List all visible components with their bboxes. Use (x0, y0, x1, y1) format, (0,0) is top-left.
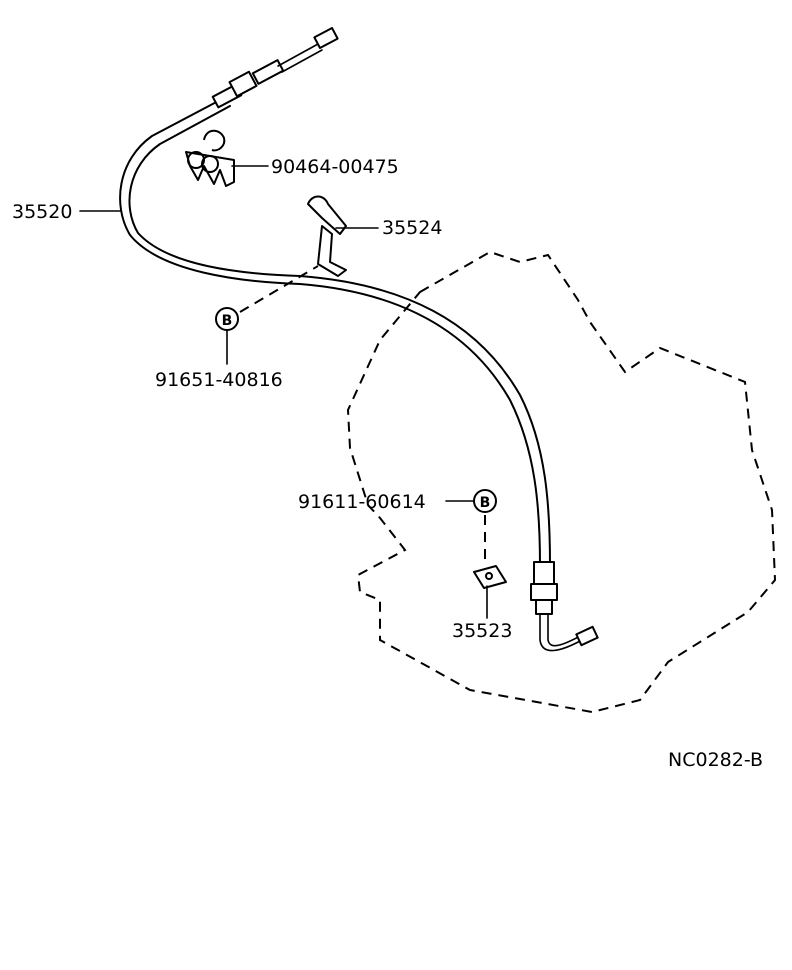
cable-nut-lower (530, 583, 558, 601)
cable-clamp (185, 129, 235, 187)
lower-bracket (473, 565, 507, 589)
cable-ferrule-upper (251, 59, 285, 85)
svg-text:B: B (222, 313, 233, 329)
throttle-cable (119, 97, 541, 566)
svg-text:B: B (480, 495, 491, 511)
label-bracket-upper: 35524 (382, 217, 442, 239)
wire-end-upper (313, 27, 339, 49)
bolt-symbol-upper: B (215, 307, 239, 331)
lower-bracket-hole (485, 572, 493, 580)
label-bolt-lower: 91611-60614 (298, 491, 426, 513)
label-bracket-lower: 35523 (452, 620, 512, 642)
inner-wire-upper-2 (281, 49, 323, 73)
upper-bolt-link (239, 265, 319, 313)
wire-end-lower (575, 625, 599, 647)
inner-wire-lower (539, 613, 583, 652)
figure-code: NC0282-B (668, 749, 763, 771)
transmission-outline (346, 250, 777, 714)
cable-ferrule-lower (533, 561, 555, 585)
inner-wire-upper (277, 43, 319, 67)
upper-bracket (307, 195, 347, 277)
throttle-cable-inner (128, 105, 551, 566)
bolt-symbol-lower: B (473, 489, 497, 513)
label-clamp: 90464-00475 (271, 156, 399, 178)
cable-sleeve-lower (535, 599, 553, 615)
cable-nut-upper (228, 70, 258, 98)
label-cable: 35520 (12, 201, 72, 223)
label-bolt-upper: 91651-40816 (155, 369, 283, 391)
